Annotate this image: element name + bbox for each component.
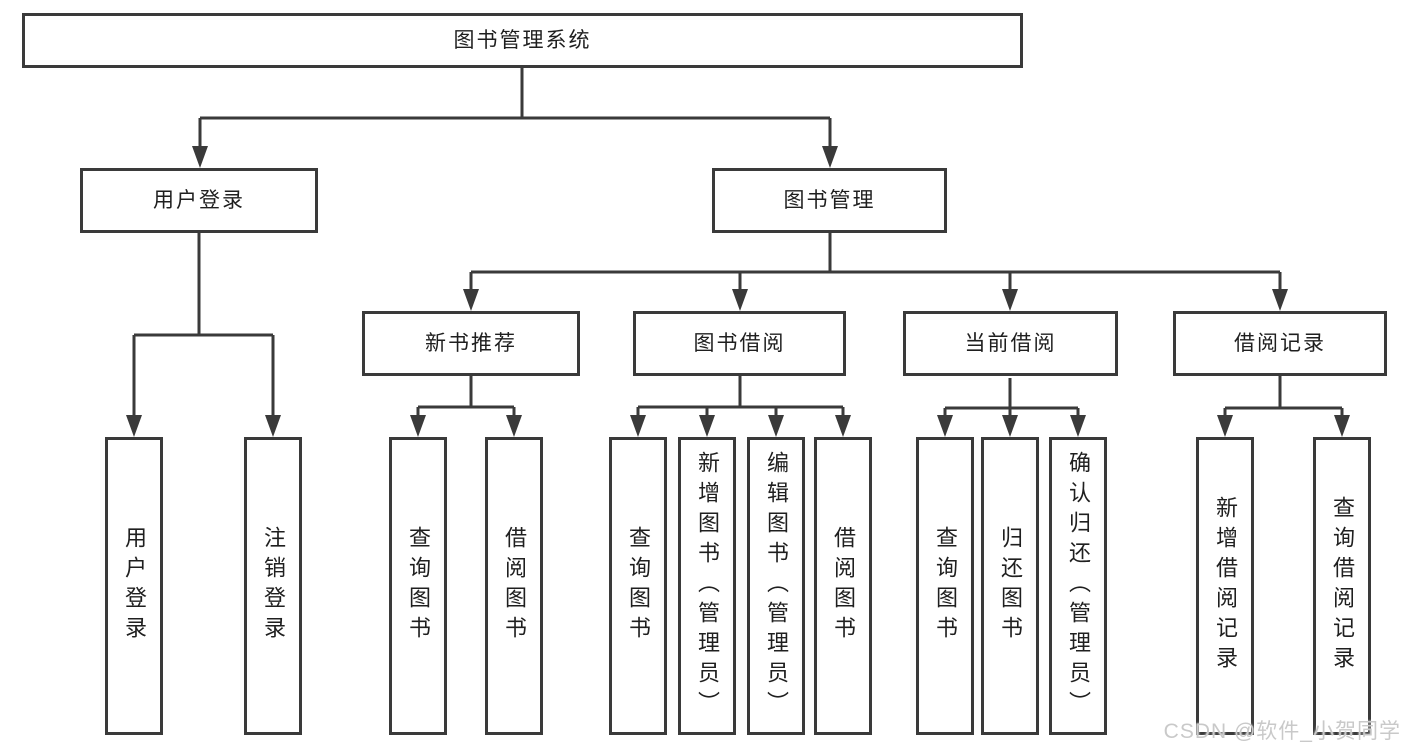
leaf-query-books-borrowing: 查询图书 bbox=[609, 437, 667, 735]
leaf-query-books-current: 查询图书 bbox=[916, 437, 974, 735]
node-root: 图书管理系统 bbox=[22, 13, 1023, 68]
leaf-confirm-return-admin: 确认归还（管理员） bbox=[1049, 437, 1107, 735]
leaf-return-books-label: 归还图书 bbox=[998, 526, 1023, 646]
leaf-logout-label: 注销登录 bbox=[261, 526, 286, 646]
leaf-query-books-borrowing-label: 查询图书 bbox=[626, 526, 651, 646]
leaf-edit-books-admin: 编辑图书（管理员） bbox=[747, 437, 805, 735]
leaf-borrow-books-borrowing: 借阅图书 bbox=[814, 437, 872, 735]
node-user-login: 用户登录 bbox=[80, 168, 318, 233]
leaf-query-borrow-record: 查询借阅记录 bbox=[1313, 437, 1371, 735]
node-book-borrowing: 图书借阅 bbox=[633, 311, 846, 376]
node-book-borrowing-label: 图书借阅 bbox=[693, 332, 786, 355]
leaf-add-borrow-record: 新增借阅记录 bbox=[1196, 437, 1254, 735]
leaf-user-login: 用户登录 bbox=[105, 437, 163, 735]
leaf-query-books-recommend: 查询图书 bbox=[389, 437, 447, 735]
leaf-borrow-books-recommend-label: 借阅图书 bbox=[502, 526, 527, 646]
leaf-confirm-return-admin-label: 确认归还（管理员） bbox=[1066, 451, 1091, 721]
leaf-borrow-books-recommend: 借阅图书 bbox=[485, 437, 543, 735]
leaf-borrow-books-borrowing-label: 借阅图书 bbox=[831, 526, 856, 646]
node-current-borrowing-label: 当前借阅 bbox=[964, 332, 1057, 355]
leaf-query-books-current-label: 查询图书 bbox=[933, 526, 958, 646]
node-borrowing-records: 借阅记录 bbox=[1173, 311, 1387, 376]
node-root-label: 图书管理系统 bbox=[453, 29, 592, 52]
leaf-logout: 注销登录 bbox=[244, 437, 302, 735]
leaf-query-books-recommend-label: 查询图书 bbox=[406, 526, 431, 646]
leaf-add-borrow-record-label: 新增借阅记录 bbox=[1213, 496, 1238, 676]
node-book-management: 图书管理 bbox=[712, 168, 947, 233]
node-new-book-recommend-label: 新书推荐 bbox=[425, 332, 517, 355]
leaf-return-books: 归还图书 bbox=[981, 437, 1039, 735]
leaf-add-books-admin-label: 新增图书（管理员） bbox=[695, 451, 720, 721]
leaf-user-login-label: 用户登录 bbox=[122, 526, 147, 646]
leaf-query-borrow-record-label: 查询借阅记录 bbox=[1330, 496, 1355, 676]
node-borrowing-records-label: 借阅记录 bbox=[1234, 332, 1326, 355]
leaf-add-books-admin: 新增图书（管理员） bbox=[678, 437, 736, 735]
leaf-edit-books-admin-label: 编辑图书（管理员） bbox=[764, 451, 789, 721]
csdn-watermark: CSDN @软件_小贺同学 bbox=[1163, 720, 1401, 743]
node-user-login-label: 用户登录 bbox=[153, 189, 245, 212]
node-new-book-recommend: 新书推荐 bbox=[362, 311, 580, 376]
node-current-borrowing: 当前借阅 bbox=[903, 311, 1118, 376]
node-book-management-label: 图书管理 bbox=[783, 189, 876, 212]
